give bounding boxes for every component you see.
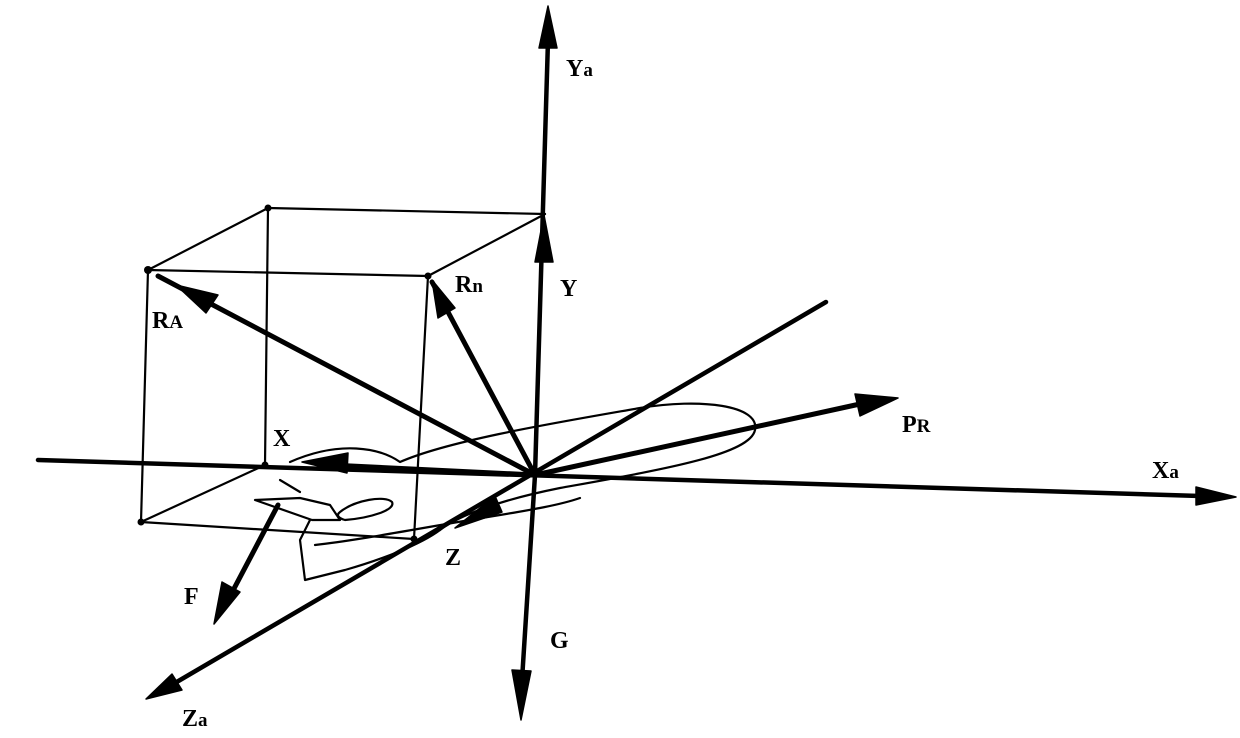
label-x: X — [273, 426, 291, 452]
vector-ra — [155, 273, 538, 478]
axis-za — [145, 299, 829, 700]
label-ya: Ya — [566, 56, 593, 82]
label-pr: PR — [902, 412, 931, 438]
vector-x — [301, 452, 538, 478]
vector-g — [511, 472, 538, 721]
label-f: F — [184, 584, 199, 610]
label-y: Y — [560, 276, 577, 302]
force-box — [137, 204, 547, 543]
axis-xa — [35, 457, 1237, 506]
label-xa: Xa — [1152, 458, 1179, 484]
label-g: G — [550, 628, 569, 654]
vector-rn — [429, 279, 538, 478]
vector-pr — [532, 393, 899, 478]
label-z: Z — [445, 545, 461, 571]
vector-f — [213, 502, 281, 625]
label-za: Za — [182, 706, 208, 732]
label-rn: Rn — [455, 272, 483, 298]
vector-z — [454, 495, 503, 529]
label-ra: RA — [152, 308, 183, 334]
vector-y — [534, 214, 554, 263]
